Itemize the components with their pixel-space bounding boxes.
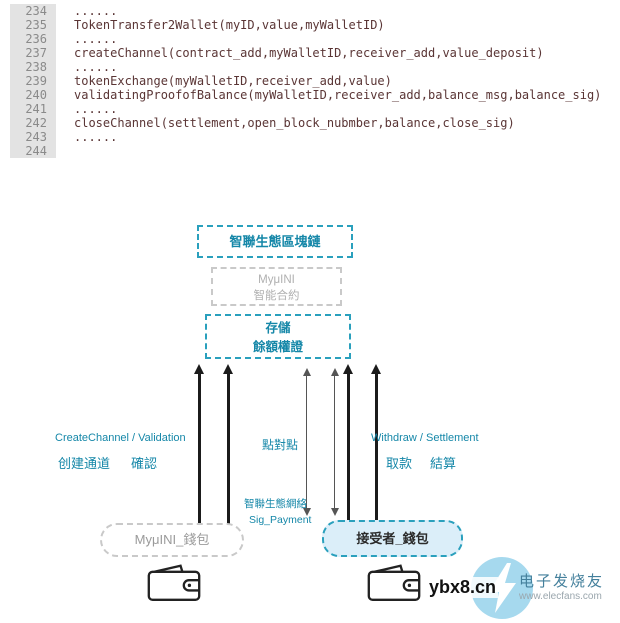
- code-line: 234......: [10, 4, 612, 18]
- up-arrow-right-2: [371, 364, 382, 520]
- line-number: 244: [10, 144, 56, 158]
- line-number: 238: [10, 60, 56, 74]
- code-listing: 234...... 235 TokenTransfer2Wallet(myID,v…: [10, 4, 612, 158]
- create-channel-label-zh: 创建通道: [58, 456, 111, 471]
- code-line: 243......: [10, 130, 612, 144]
- code-text: tokenExchange(myWalletID,receiver_add,va…: [74, 74, 392, 88]
- receiver-wallet-label: 接受者_錢包: [356, 531, 429, 546]
- withdraw-settlement-label-en: Withdraw / Settlement: [371, 432, 479, 444]
- contract-label-line2: 智能合約: [253, 290, 300, 302]
- create-channel-label-en: CreateChannel / Validation: [55, 432, 186, 444]
- code-text: ......: [74, 60, 118, 74]
- double-arrow-p2p-1: [302, 368, 311, 516]
- line-number: 234: [10, 4, 56, 18]
- smart-contract-box: MyμINI 智能合約: [211, 267, 342, 306]
- code-line: 242 closeChannel(settlement,open_block_nu…: [10, 116, 612, 130]
- network-label: 智聯生態網絡: [244, 498, 307, 510]
- line-number: 241: [10, 102, 56, 116]
- code-line: 235 TokenTransfer2Wallet(myID,value,myWal…: [10, 18, 612, 32]
- line-number: 243: [10, 130, 56, 144]
- blockchain-box-label: 智聯生態區塊鏈: [229, 234, 321, 249]
- validation-label-zh: 確認: [131, 456, 158, 471]
- receiver-wallet-box: 接受者_錢包: [322, 520, 463, 557]
- code-text: TokenTransfer2Wallet(myID,value,myWallet…: [74, 18, 385, 32]
- code-line: 239 tokenExchange(myWalletID,receiver_add…: [10, 74, 612, 88]
- line-number: 237: [10, 46, 56, 60]
- blockchain-box: 智聯生態區塊鏈: [197, 225, 353, 258]
- up-arrow-left-1: [194, 364, 205, 524]
- code-text: ......: [74, 102, 118, 116]
- watermark-brand: 电子发烧友: [519, 573, 605, 590]
- storage-label-line1: 存儲: [265, 321, 291, 335]
- sig-payment-label: Sig_Payment: [249, 514, 312, 526]
- line-number: 240: [10, 88, 56, 102]
- myuini-wallet-box: MyμINI_錢包: [100, 523, 244, 557]
- line-number: 239: [10, 74, 56, 88]
- up-arrow-left-2: [223, 364, 234, 524]
- storage-box: 存儲 餘額權證: [205, 314, 351, 359]
- contract-label-line1: MyμINI: [258, 274, 295, 286]
- code-text: closeChannel(settlement,open_block_nubmb…: [74, 116, 515, 130]
- double-arrow-p2p-2: [330, 368, 339, 516]
- settlement-label-zh: 結算: [430, 456, 457, 471]
- myuini-wallet-label: MyμINI_錢包: [134, 532, 210, 547]
- storage-label-line2: 餘額權證: [252, 340, 303, 354]
- line-number: 235: [10, 18, 56, 32]
- withdraw-label-zh: 取款: [386, 456, 413, 471]
- code-line: 241......: [10, 102, 612, 116]
- code-text: ......: [74, 130, 118, 144]
- code-text: ......: [74, 32, 118, 46]
- code-line: 236......: [10, 32, 612, 46]
- line-number: 242: [10, 116, 56, 130]
- code-text: createChannel(contract_add,myWalletID,re…: [74, 46, 544, 60]
- watermark-url: www.elecfans.com: [519, 591, 602, 602]
- code-line: 237 createChannel(contract_add,myWalletID…: [10, 46, 612, 60]
- wallet-icon: [147, 564, 201, 601]
- p2p-label: 點對點: [262, 438, 299, 452]
- wallet-icon: [367, 564, 421, 601]
- code-text: ......: [74, 4, 118, 18]
- elecfans-logo-icon: [471, 557, 533, 619]
- line-number: 236: [10, 32, 56, 46]
- up-arrow-right-1: [343, 364, 354, 520]
- code-text: validatingProofofBalance(myWalletID,rece…: [74, 88, 602, 102]
- code-line: 240 validatingProofofBalance(myWalletID,r…: [10, 88, 612, 102]
- code-line: 244: [10, 144, 612, 158]
- watermark-site: ybx8.cn: [427, 577, 499, 598]
- code-line: 238......: [10, 60, 612, 74]
- code-text: [56, 144, 74, 158]
